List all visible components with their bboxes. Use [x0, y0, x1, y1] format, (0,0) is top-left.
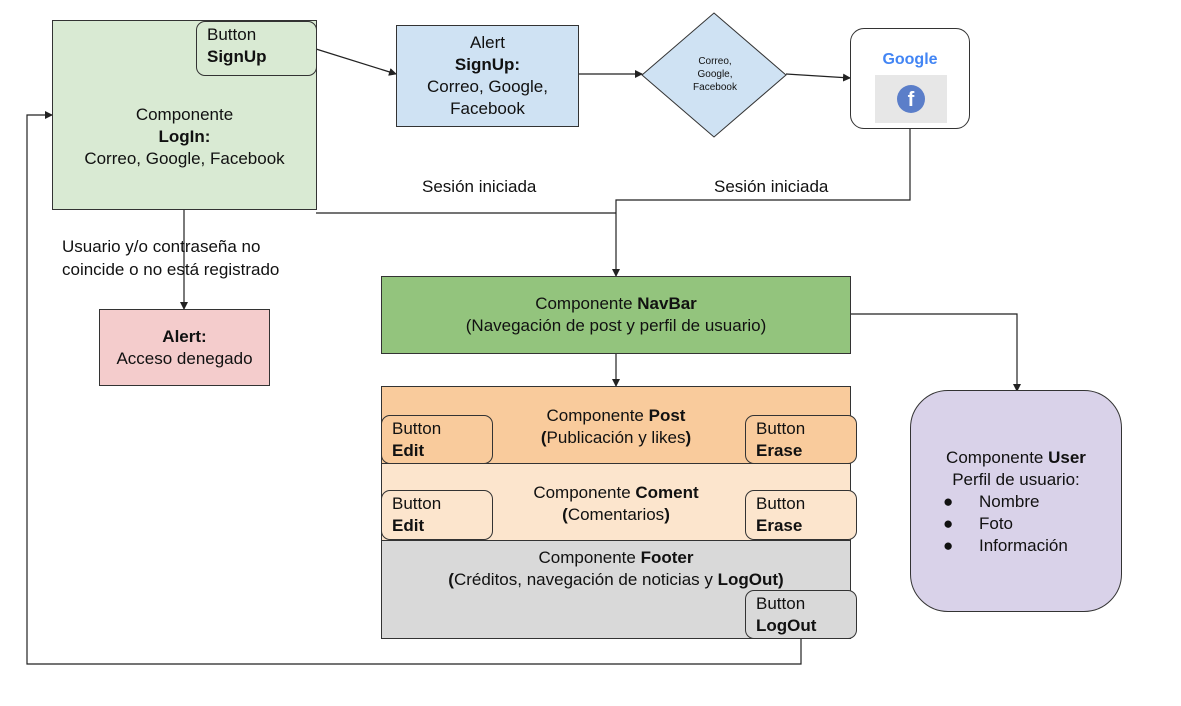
google-logo[interactable]: Google [851, 51, 969, 69]
post-erase-type: Button [756, 419, 806, 438]
navbar-component: Componente NavBar (Navegación de post y … [381, 276, 851, 354]
alert-signup-label: Alert [470, 33, 505, 52]
user-prefix: Componente [946, 448, 1049, 467]
coment-open: ( [562, 505, 568, 524]
footer-logout-word: LogOut [717, 570, 779, 589]
arrow-decision-to-providers [785, 73, 851, 82]
session-label-2: Sesión iniciada [714, 177, 829, 196]
footer-prefix: Componente [538, 548, 641, 567]
user-item: ● Nombre [943, 491, 1039, 513]
user-item: ● Foto [943, 513, 1013, 535]
coment-close: ) [664, 505, 670, 524]
arrow-logout-to-login [26, 111, 802, 665]
login-label: Componente [135, 105, 234, 124]
alert-denied-text: Acceso denegado [116, 348, 253, 368]
signup-button-label: SignUp [207, 47, 267, 66]
coment-prefix: Componente [533, 483, 636, 502]
coment-erase-label: Erase [756, 516, 803, 535]
coment-erase-type: Button [756, 494, 806, 513]
alert-signup: Alert SignUp: Correo, Google, Facebook [396, 25, 579, 127]
decision-line-3: Facebook [693, 82, 737, 93]
post-erase-label: Erase [756, 441, 803, 460]
alert-signup-methods-2: Facebook [450, 99, 525, 118]
coment-title: Coment [635, 483, 699, 502]
navbar-prefix: Componente [535, 294, 638, 313]
google-logo-text: Google [882, 51, 938, 68]
post-erase-button[interactable]: Button Erase [745, 415, 857, 464]
footer-close: ) [778, 570, 784, 589]
footer-title: Footer [640, 548, 694, 567]
alert-signup-title: SignUp: [454, 55, 521, 74]
post-title: Post [648, 406, 686, 425]
user-item: ● Información [943, 535, 1068, 557]
post-description: Publicación y likes [546, 428, 686, 447]
post-edit-type: Button [392, 419, 442, 438]
post-edit-label: Edit [392, 441, 425, 460]
post-prefix: Componente [546, 406, 649, 425]
providers-box[interactable]: Google f [850, 28, 970, 129]
navbar-description: (Navegación de post y perfil de usuario) [465, 316, 767, 335]
coment-description: Comentarios [567, 505, 665, 524]
arrow-navbar-to-user [850, 313, 1021, 392]
error-label-2: coincide o no está registrado [62, 260, 280, 279]
post-edit-button[interactable]: Button Edit [381, 415, 493, 464]
logout-button-label: LogOut [756, 616, 817, 635]
user-item-label: Foto [979, 514, 1014, 533]
user-item-label: Información [979, 536, 1068, 555]
bullet-icon: ● [943, 514, 954, 533]
coment-edit-type: Button [392, 494, 442, 513]
navbar-title: NavBar [637, 294, 697, 313]
decision-text: Correo, Google, Facebook [672, 55, 758, 94]
coment-erase-button[interactable]: Button Erase [745, 490, 857, 540]
signup-button-type: Button [207, 25, 257, 44]
footer-description: Créditos, navegación de noticias y [453, 570, 718, 589]
login-title: LogIn: [158, 127, 211, 146]
logout-button-type: Button [756, 594, 806, 613]
user-component: Componente User Perfil de usuario: ● Nomb… [910, 390, 1122, 612]
alert-denied-title: Alert: [162, 326, 207, 346]
alert-denied: Alert: Acceso denegado [99, 309, 270, 386]
coment-edit-label: Edit [392, 516, 425, 535]
logout-button[interactable]: Button LogOut [745, 590, 857, 639]
facebook-tile: f [875, 75, 947, 123]
alert-signup-methods-1: Correo, Google, [427, 77, 548, 96]
decision-line-1: Correo, [698, 56, 732, 67]
session-label-1: Sesión iniciada [422, 177, 537, 196]
facebook-icon[interactable]: f [897, 85, 925, 113]
arrow-signup-to-alert [315, 48, 397, 76]
footer-open: ( [448, 570, 454, 589]
user-title: User [1048, 448, 1086, 467]
post-close: ) [685, 428, 692, 447]
decision-diamond [641, 12, 787, 138]
signup-button[interactable]: Button SignUp [196, 21, 317, 76]
facebook-icon-glyph: f [907, 89, 915, 111]
bullet-icon: ● [943, 536, 954, 555]
login-methods: Correo, Google, Facebook [84, 149, 285, 168]
post-open: ( [540, 428, 547, 447]
bullet-icon: ● [943, 492, 954, 511]
error-label-1: Usuario y/o contraseña no [62, 237, 261, 256]
arrow-providers-to-navbar [612, 129, 911, 277]
decision-line-2: Google, [697, 69, 733, 80]
coment-edit-button[interactable]: Button Edit [381, 490, 493, 540]
user-item-label: Nombre [979, 492, 1040, 511]
user-subtitle: Perfil de usuario: [952, 470, 1080, 489]
